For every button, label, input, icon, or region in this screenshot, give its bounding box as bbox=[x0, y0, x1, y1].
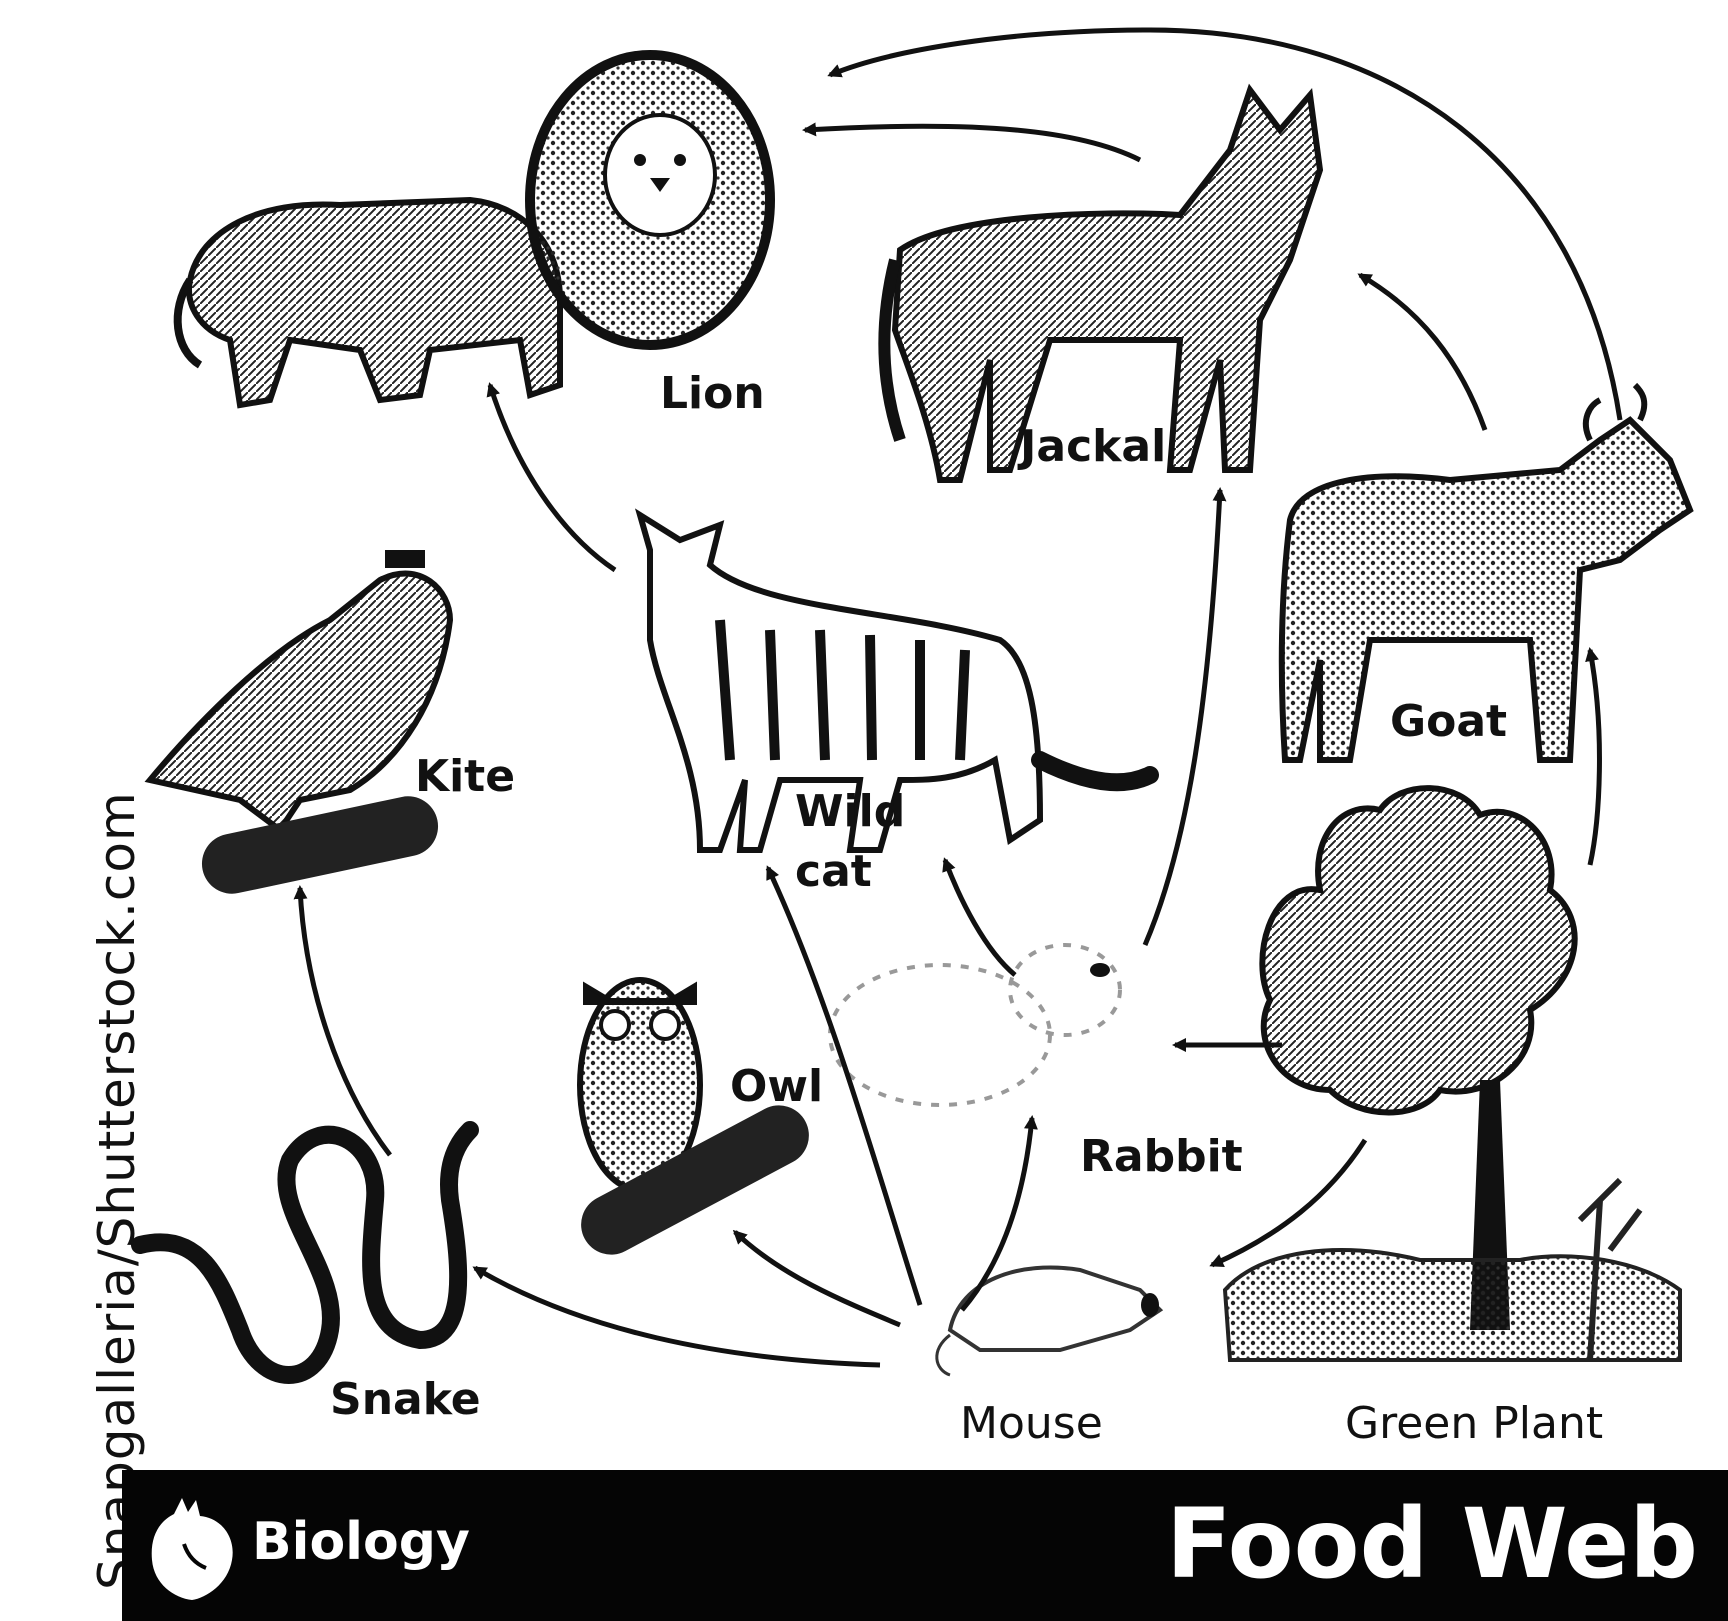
label-owl: Owl bbox=[730, 1065, 823, 1109]
arrow-mouse-to-snake bbox=[475, 1268, 880, 1365]
label-jackal: Jackal bbox=[1020, 425, 1166, 469]
green-plant-illustration bbox=[1225, 788, 1680, 1360]
arrow-mouse-to-owl bbox=[735, 1232, 900, 1325]
arrow-jackal-to-lion bbox=[805, 126, 1140, 160]
label-lion: Lion bbox=[660, 372, 765, 416]
lion-illustration bbox=[178, 55, 770, 405]
snake-illustration bbox=[140, 1130, 470, 1375]
mouse-illustration bbox=[937, 1268, 1160, 1376]
label-goat: Goat bbox=[1390, 700, 1507, 744]
kite-illustration bbox=[150, 550, 450, 899]
owl-illustration bbox=[571, 980, 820, 1265]
heart-icon bbox=[144, 1494, 240, 1604]
arrow-rabbit-to-wildcat bbox=[945, 860, 1015, 975]
label-green-plant: Green Plant bbox=[1345, 1402, 1603, 1446]
label-rabbit: Rabbit bbox=[1080, 1135, 1243, 1179]
footer-band: Biology Food Web bbox=[122, 1470, 1728, 1621]
label-kite: Kite bbox=[415, 755, 515, 799]
label-mouse: Mouse bbox=[960, 1402, 1103, 1446]
label-snake: Snake bbox=[330, 1378, 481, 1422]
arrow-snake-to-kite bbox=[300, 888, 390, 1155]
arrow-rabbit-to-jackal bbox=[1145, 490, 1220, 945]
label-wildcat-line1: Wild bbox=[795, 790, 905, 834]
arrow-wildcat-to-lion bbox=[490, 385, 615, 570]
arrow-plant-to-goat bbox=[1590, 650, 1599, 865]
footer-subject: Biology bbox=[252, 1512, 470, 1572]
footer-title: Food Web bbox=[1166, 1488, 1698, 1600]
arrow-goat-to-jackal bbox=[1360, 275, 1485, 430]
rabbit-illustration bbox=[830, 945, 1120, 1105]
label-wildcat-line2: cat bbox=[795, 850, 872, 894]
